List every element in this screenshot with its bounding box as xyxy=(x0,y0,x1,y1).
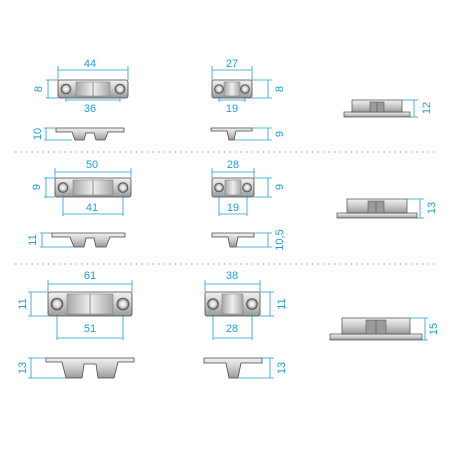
catch-a-inner-label: 51 xyxy=(84,323,96,335)
catch-b-width-dimension xyxy=(211,168,255,178)
catch-a-width-dimension xyxy=(57,66,129,80)
catch-b-width-label: 28 xyxy=(227,159,239,171)
catch-a-profile-view xyxy=(51,232,126,248)
catch-a-width-label: 50 xyxy=(86,159,98,171)
catch-a-height-label: 9 xyxy=(31,184,43,190)
catch-b-inner-dimension xyxy=(218,96,246,102)
catch-a-inner-dimension xyxy=(56,314,124,340)
strike-plate-view xyxy=(329,317,423,341)
strike-plate-view xyxy=(336,198,418,219)
catch-b-inner-dimension xyxy=(212,314,253,340)
catch-b-inner-label: 19 xyxy=(226,103,238,115)
catch-a-height-dimension xyxy=(46,79,58,99)
catch-b-width-dimension xyxy=(211,66,253,80)
catch-b-profile-height-label: 13 xyxy=(276,362,288,374)
catch-a-height-dimension xyxy=(44,177,55,198)
catch-b-inner-label: 19 xyxy=(227,202,239,214)
catch-a-profile-height-dimension xyxy=(40,232,74,248)
catch-b-height-label: 11 xyxy=(276,298,288,309)
catch-b-top-view xyxy=(211,79,253,99)
catch-a-width-dimension xyxy=(54,168,132,178)
catch-a-top-view xyxy=(57,79,129,99)
catch-b-profile-height-dimension xyxy=(238,357,274,379)
catch-a-profile-height-label: 11 xyxy=(27,234,39,245)
row-2: 50 41 9 11 xyxy=(27,159,438,251)
catch-a-top-view xyxy=(54,177,132,198)
strike-plate-height-dimension xyxy=(410,317,428,341)
catch-b-profile-height-label: 10,5 xyxy=(274,229,286,250)
strike-plate-height-dimension xyxy=(407,198,424,219)
catch-a-height-label: 8 xyxy=(33,86,45,92)
catch-b-height-dimension xyxy=(260,291,274,317)
catch-b-inner-dimension xyxy=(218,195,248,216)
catch-b-height-dimension xyxy=(252,79,272,99)
catch-a-width-dimension xyxy=(47,280,133,292)
catch-a-profile-height-dimension xyxy=(28,357,66,379)
catch-b-profile-height-dimension xyxy=(236,232,272,248)
catch-a-profile-height-label: 13 xyxy=(17,362,29,374)
catch-a-height-dimension xyxy=(28,291,48,317)
catch-b-width-label: 38 xyxy=(226,270,238,282)
catch-a-top-view xyxy=(47,291,133,317)
catch-a-profile-height-label: 10 xyxy=(32,128,44,140)
row-1: 44 36 8 10 xyxy=(32,58,433,141)
catch-b-top-view xyxy=(204,291,261,317)
strike-plate-height-dimension xyxy=(402,99,418,118)
strike-plate-height-label: 15 xyxy=(428,323,440,335)
catch-a-inner-label: 41 xyxy=(86,202,98,214)
catch-b-profile-view xyxy=(211,232,255,248)
strike-plate-height-label: 13 xyxy=(426,202,438,214)
catch-a-profile-height-dimension xyxy=(44,127,72,141)
catch-a-profile-view xyxy=(55,127,125,141)
catch-b-width-label: 27 xyxy=(226,58,238,70)
catch-a-width-label: 44 xyxy=(84,58,96,70)
catch-a-width-label: 61 xyxy=(84,270,96,282)
catch-b-profile-height-dimension xyxy=(234,127,272,141)
catch-b-profile-view xyxy=(203,357,263,379)
catch-a-profile-view xyxy=(45,357,135,379)
catch-a-inner-label: 36 xyxy=(84,103,96,115)
catch-b-height-dimension xyxy=(254,177,272,198)
catch-b-height-label: 8 xyxy=(274,86,286,92)
catch-a-inner-dimension xyxy=(62,195,124,216)
catch-b-height-label: 9 xyxy=(274,184,286,190)
strike-plate-height-label: 12 xyxy=(421,102,433,114)
catch-b-width-dimension xyxy=(204,280,261,292)
strike-plate-view xyxy=(343,99,411,118)
catch-b-profile-view xyxy=(210,127,253,141)
catch-b-inner-label: 28 xyxy=(226,323,238,335)
row-3: 61 51 11 13 xyxy=(17,270,440,379)
catch-b-profile-height-label: 9 xyxy=(274,131,286,137)
catch-a-inner-dimension xyxy=(65,96,121,102)
catch-b-top-view xyxy=(211,177,255,198)
catch-a-height-label: 11 xyxy=(17,298,29,309)
